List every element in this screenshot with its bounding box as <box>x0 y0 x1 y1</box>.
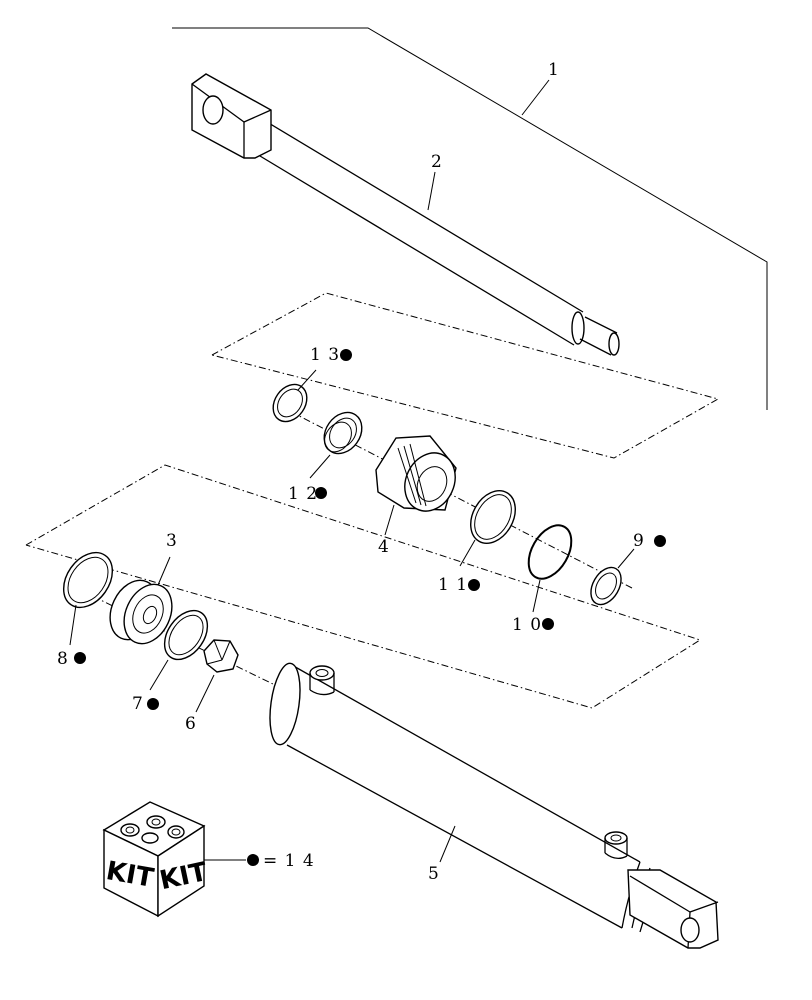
part-10-oring <box>527 524 573 580</box>
kit-marker-13 <box>340 349 352 361</box>
leader-4 <box>384 504 395 536</box>
leader-9 <box>617 548 635 569</box>
part-6-nut <box>203 639 239 673</box>
part-9-wiper <box>590 566 622 606</box>
leader-11 <box>459 539 476 567</box>
lower-kit-boundary <box>25 464 702 709</box>
kit-legend-dot <box>247 854 259 866</box>
kit-marker-8 <box>74 652 86 664</box>
leader-8 <box>69 604 77 646</box>
upper-kit-boundary <box>211 292 720 459</box>
leader-6 <box>195 674 215 713</box>
leader-5 <box>439 825 456 863</box>
callout-4: 4 <box>378 537 390 557</box>
leader-13 <box>297 369 317 391</box>
kit-marker-12 <box>315 487 327 499</box>
assembly-bracket-line <box>172 27 768 410</box>
callout-8: 8 <box>57 649 69 669</box>
callout-11: 1 1 <box>438 575 468 595</box>
leader-2 <box>427 171 436 211</box>
leader-12 <box>309 454 331 479</box>
part-12-seal <box>323 411 363 455</box>
callout-13: 1 3 <box>310 345 340 365</box>
upper-centerline <box>277 404 633 589</box>
leader-1 <box>521 79 550 116</box>
kit-legend-equals: = 1 4 <box>263 851 315 871</box>
part-4-gland <box>375 435 457 512</box>
kit-marker-11 <box>468 579 480 591</box>
leader-3 <box>157 556 171 586</box>
callout-3: 3 <box>166 531 178 551</box>
kit-marker-9 <box>654 535 666 547</box>
kit-marker-10 <box>542 618 554 630</box>
kit-box-icon <box>102 801 206 918</box>
part-13-ring <box>272 383 308 423</box>
part-3-piston <box>109 579 173 645</box>
callout-10: 1 0 <box>512 615 542 635</box>
part-7-ring <box>163 609 209 661</box>
callout-1: 1 <box>548 60 560 80</box>
part-8-ring <box>62 551 114 609</box>
callout-9: 9 <box>633 531 645 551</box>
leader-10 <box>532 579 541 613</box>
part-11-ring <box>470 490 516 544</box>
callout-6: 6 <box>185 714 197 734</box>
callout-2: 2 <box>431 152 443 172</box>
callout-7: 7 <box>132 694 144 714</box>
kit-marker-7 <box>147 698 159 710</box>
leader-7 <box>149 659 169 691</box>
callout-5: 5 <box>428 864 440 884</box>
part-5-barrel <box>269 662 719 949</box>
callout-12: 1 2 <box>288 484 318 504</box>
piston-rod <box>191 73 620 356</box>
